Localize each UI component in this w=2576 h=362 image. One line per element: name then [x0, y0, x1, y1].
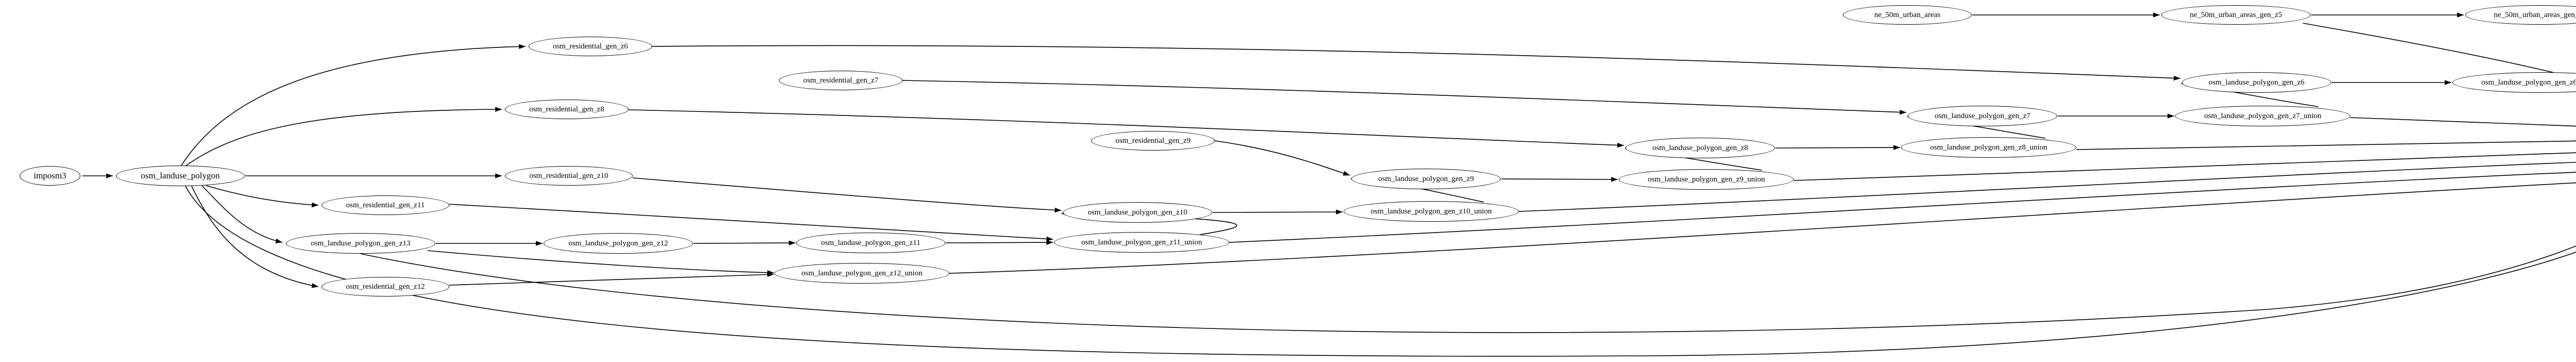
node-label: ne_50m_urban_areas_gen_z4	[2494, 10, 2576, 19]
edge-osm_landuse_polygon_gen_z10_union-to-legend_z10	[1518, 161, 2576, 212]
edge-osm_residential_gen_z7-to-osm_landuse_polygon_gen_z7	[902, 80, 1907, 115]
edge-osm_residential_gen_z9-to-osm_landuse_polygon_gen_z9	[1214, 140, 1350, 176]
edge-osm_landuse_polygon-to-osm_residential_gen_z6	[181, 44, 526, 166]
edge-osm_landuse_polygon_gen_z13-to-osm_landuse_polygon_gen_z12_union	[427, 250, 774, 275]
node-label: osm_landuse_polygon	[141, 171, 220, 180]
node-osm_landuse_polygon_gen_z10_union[interactable]: osm_landuse_polygon_gen_z10_union	[1344, 201, 1519, 222]
node-label: imposm3	[33, 171, 66, 180]
edge-ne_50m_urban_areas_gen_z5-to-legend_z5	[2302, 23, 2576, 79]
node-label: osm_residential_gen_z9	[1115, 136, 1191, 145]
edge-osm_landuse_polygon-to-osm_landuse_polygon_gen_z13	[201, 185, 283, 243]
node-label: osm_landuse_polygon_gen_z11	[821, 238, 921, 247]
node-label: osm_residential_gen_z12	[346, 282, 425, 291]
node-label: osm_landuse_polygon_gen_z9	[1378, 174, 1474, 183]
node-osm_landuse_polygon_gen_z6[interactable]: osm_landuse_polygon_gen_z6	[2182, 72, 2331, 93]
node-osm_residential_gen_z9[interactable]: osm_residential_gen_z9	[1091, 131, 1215, 151]
node-osm_landuse_polygon_gen_z13[interactable]: osm_landuse_polygon_gen_z13	[286, 233, 435, 254]
node-osm_landuse_polygon_gen_z7_union[interactable]: osm_landuse_polygon_gen_z7_union	[2175, 106, 2350, 126]
node-label: ne_50m_urban_areas	[1874, 10, 1941, 19]
node-osm_residential_gen_z10[interactable]: osm_residential_gen_z10	[505, 166, 633, 186]
edge-osm_landuse_polygon-to-osm_residential_gen_z12	[191, 186, 319, 288]
edge-osm_residential_gen_z6-to-osm_landuse_polygon_gen_z6	[652, 45, 2181, 81]
edge-osm_residential_gen_z11-to-osm_landuse_polygon_gen_z11_union	[449, 204, 1054, 242]
edge-osm_landuse_polygon_gen_z7_union-to-legend_z7	[2350, 117, 2576, 127]
node-osm_landuse_polygon_gen_z8[interactable]: osm_landuse_polygon_gen_z8	[1625, 138, 1775, 158]
node-label: osm_landuse_polygon_gen_z9_union	[1648, 175, 1765, 184]
node-label: osm_landuse_polygon_gen_z8_union	[1930, 143, 2047, 152]
node-label: osm_landuse_polygon_gen_z6	[2209, 78, 2304, 87]
edge-osm_landuse_polygon_gen_z8-to-osm_landuse_polygon_gen_z8_union	[1775, 145, 1901, 150]
node-label: osm_landuse_polygon_gen_z12_union	[801, 269, 923, 277]
node-label: osm_landuse_polygon_gen_z10	[1088, 208, 1188, 217]
node-osm_landuse_polygon_gen_z11_union[interactable]: osm_landuse_polygon_gen_z11_union	[1054, 232, 1229, 253]
edge-osm_landuse_polygon_gen_z9_union-to-legend_z9	[1793, 152, 2576, 181]
node-osm_residential_gen_z11[interactable]: osm_residential_gen_z11	[321, 195, 449, 215]
edge-osm_landuse_polygon_gen_z13-to-legend_z13	[360, 245, 2576, 333]
node-osm_residential_gen_z7[interactable]: osm_residential_gen_z7	[779, 71, 903, 90]
node-osm_landuse_polygon_gen_z11[interactable]: osm_landuse_polygon_gen_z11	[796, 233, 945, 253]
node-label: osm_landuse_polygon_gen_z7	[1935, 111, 2030, 120]
node-osm_landuse_polygon_gen_z8_union[interactable]: osm_landuse_polygon_gen_z8_union	[1901, 137, 2076, 158]
node-osm_residential_gen_z6[interactable]: osm_residential_gen_z6	[529, 37, 652, 56]
node-label: osm_landuse_polygon_gen_z11_union	[1081, 238, 1202, 246]
node-label: osm_residential_gen_z6	[553, 42, 628, 51]
node-osm_landuse_polygon_gen_z10[interactable]: osm_landuse_polygon_gen_z10	[1063, 202, 1212, 223]
node-osm_residential_gen_z8[interactable]: osm_residential_gen_z8	[505, 100, 629, 119]
node-label: osm_residential_gen_z8	[529, 105, 604, 113]
node-imposm3[interactable]: imposm3	[20, 166, 80, 186]
node-label: osm_landuse_polygon_gen_z6_union	[2481, 78, 2576, 87]
node-osm_landuse_polygon_gen_z12_union[interactable]: osm_landuse_polygon_gen_z12_union	[774, 263, 950, 284]
node-osm_residential_gen_z12[interactable]: osm_residential_gen_z12	[321, 277, 449, 297]
node-label: osm_landuse_polygon_gen_z12	[568, 239, 668, 248]
node-label: ne_50m_urban_areas_gen_z5	[2190, 10, 2282, 19]
node-label: osm_landuse_polygon_gen_z13	[311, 239, 411, 248]
node-label: osm_residential_gen_z10	[529, 171, 608, 180]
node-label: osm_residential_gen_z7	[803, 76, 878, 85]
node-osm_landuse_polygon_gen_z12[interactable]: osm_landuse_polygon_gen_z12	[544, 233, 693, 254]
node-ne_50m_urban_areas[interactable]: ne_50m_urban_areas	[1843, 5, 1972, 25]
node-label: osm_landuse_polygon_gen_z7_union	[2204, 111, 2321, 120]
edge-osm_landuse_polygon-to-osm_residential_gen_z8	[185, 107, 502, 167]
node-osm_landuse_polygon_gen_z7[interactable]: osm_landuse_polygon_gen_z7	[1908, 106, 2057, 126]
edge-osm_residential_gen_z10-to-osm_landuse_polygon_gen_z10	[632, 177, 1062, 213]
node-osm_landuse_polygon_gen_z9_union[interactable]: osm_landuse_polygon_gen_z9_union	[1619, 169, 1794, 190]
edge-osm_landuse_polygon_gen_z12_union-to-legend_z12	[949, 182, 2576, 274]
node-ne_50m_urban_areas_gen_z5[interactable]: ne_50m_urban_areas_gen_z5	[2161, 5, 2311, 25]
edge-osm_landuse_polygon_gen_z11_union-to-legend_z11	[1229, 172, 2576, 243]
node-label: osm_residential_gen_z11	[346, 201, 425, 209]
node-label: osm_landuse_polygon_gen_z8	[1652, 143, 1748, 152]
node-osm_landuse_polygon_gen_z9[interactable]: osm_landuse_polygon_gen_z9	[1351, 169, 1501, 189]
edge-osm_landuse_polygon_gen_z11-to-osm_landuse_polygon_gen_z11_union	[945, 240, 1054, 245]
edge-osm_residential_gen_z12-to-osm_landuse_polygon_gen_z12_union	[449, 272, 774, 286]
edge-osm_residential_gen_z8-to-osm_landuse_polygon_gen_z8	[628, 109, 1624, 148]
edge-osm_landuse_polygon_gen_z8_union-to-legend_z8	[2076, 140, 2576, 150]
node-label: osm_landuse_polygon_gen_z10_union	[1370, 207, 1492, 216]
edge-osm_landuse_polygon-to-osm_residential_gen_z11	[206, 185, 319, 208]
node-osm_landuse_polygon[interactable]: osm_landuse_polygon	[116, 166, 245, 186]
